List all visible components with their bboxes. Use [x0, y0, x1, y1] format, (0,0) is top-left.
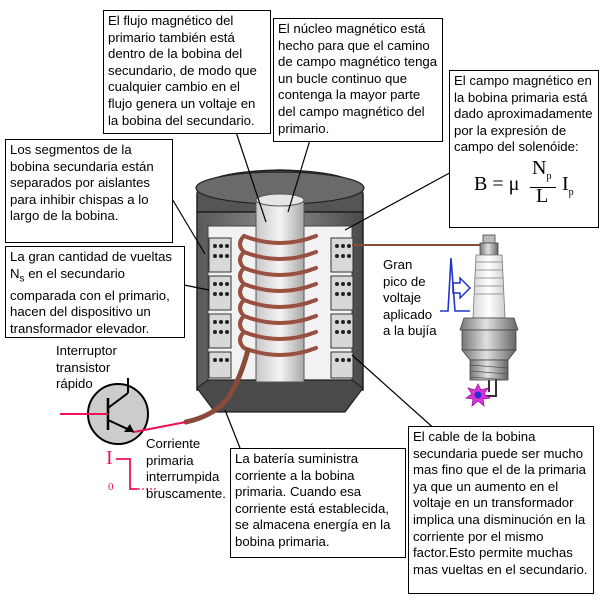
equation-lhs: B = μ [474, 172, 520, 195]
callout-solenoid-field: El campo magnético en la bobina primaria… [449, 70, 599, 228]
voltage-pulse-indicator [440, 257, 472, 312]
primary-lead-wire [183, 347, 251, 425]
secondary-winding-left [208, 237, 232, 379]
equation-numerator: Np [532, 156, 552, 186]
callout-flux-secondary: El flujo magnético del primario también … [103, 10, 271, 134]
callout-secondary-segments: Los segmentos de la bobina secundaria es… [5, 139, 173, 243]
callout-core-path: El núcleo magnético está hecho para que … [273, 18, 443, 142]
winding-dots [213, 244, 351, 362]
label-voltage-peak: Gran pico de voltaje aplicado a la bujía [383, 257, 437, 339]
equation-fraction-bar [530, 186, 556, 189]
equation-rhs-main: I [562, 172, 569, 195]
callout-step-up-turns: La gran cantidad de vueltas Ns en el sec… [5, 246, 185, 338]
equation-numerator-main: N [532, 156, 547, 179]
solenoid-field-text: El campo magnético en la bobina primaria… [454, 73, 593, 155]
equation-denominator: L [536, 184, 549, 207]
transistor-switch [60, 378, 187, 445]
secondary-winding-right [330, 237, 354, 379]
equation-rhs-sub: p [568, 186, 574, 198]
primary-coil [238, 234, 318, 357]
equation-numerator-sub: p [546, 170, 552, 182]
zero-label: 0 [108, 481, 114, 493]
callout-thin-wire: El cable de la bobina secundaria puede s… [408, 426, 594, 594]
current-symbol: I [106, 447, 113, 469]
spark-plug [459, 234, 519, 397]
solenoid-equation: B = μ Np L Ip [454, 156, 594, 212]
label-current-interrupted: Corriente primaria interrumpida bruscame… [146, 436, 226, 501]
label-switch: Interruptor transistor rápido [56, 343, 117, 392]
callout-battery: La batería suministra corriente a la bob… [230, 448, 406, 558]
equation-rhs: Ip [562, 172, 574, 202]
spark-burst [464, 383, 492, 407]
turns-text-suffix: en el secundario comparada con el primar… [10, 265, 170, 337]
current-waveform [116, 458, 158, 490]
turns-text-prefix: La gran cantidad de vueltas N [10, 249, 173, 281]
turns-text-sub: s [19, 273, 25, 285]
